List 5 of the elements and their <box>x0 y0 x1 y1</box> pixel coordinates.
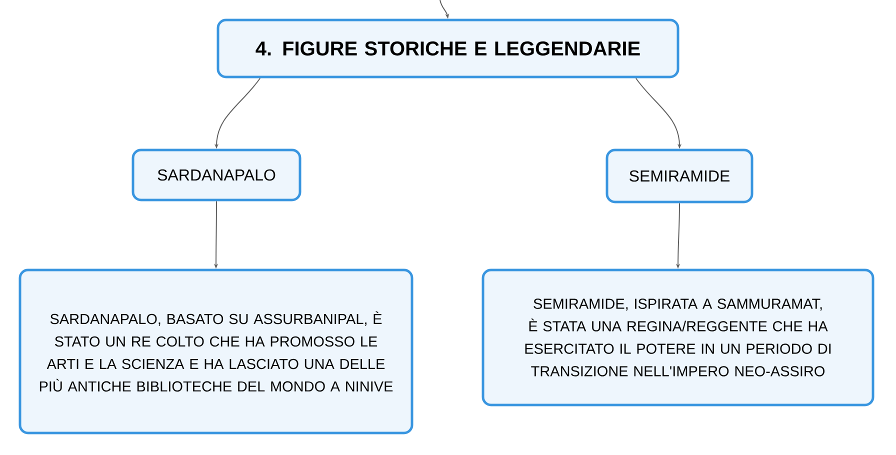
topic-box: SARDANAPALO <box>132 148 302 202</box>
topic-box: SEMIRAMIDE <box>606 148 754 204</box>
title-box: 4. FIGURE STORICHE E LEGGENDARIE <box>216 18 680 78</box>
text-box: SARDANAPALO, BASATO SU ASSURBANIPAL, È STATO UN RE COLTO CHE HA PROMOSSO LE ARTI E LA SCIENZA E HA LASCIATO UNA DELLE PIÙ ANTICHE BIBLIOTECHE DEL MONDO A NINIVE <box>18 268 414 434</box>
text-box: SEMIRAMIDE, ISPIRATA A SAMMURAMAT, È STATA UNA REGINA/REGGENTE CHE HA ESERCITATO IL POTERE IN UN PERIODO DI TRANSIZIONE NELL'IMPERO NEO-ASSIRO <box>482 268 874 406</box>
